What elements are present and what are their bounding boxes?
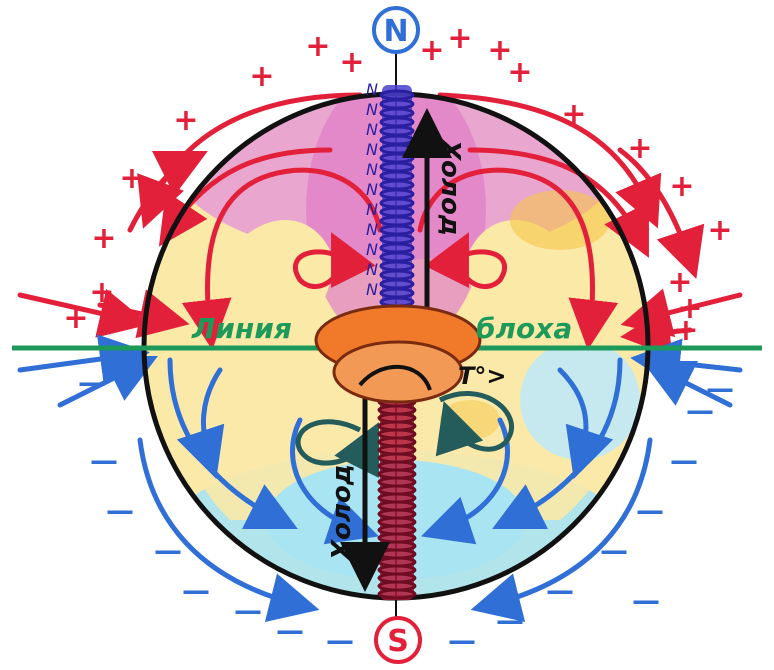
minus-signs: ————————————————— xyxy=(78,366,734,657)
south-pole-label: S xyxy=(387,624,409,659)
temperature-label: T°> xyxy=(458,362,506,390)
minus-sign: — xyxy=(276,614,304,647)
plus-sign: + xyxy=(119,161,144,196)
north-coil-mark: N xyxy=(366,80,378,99)
plus-sign: + xyxy=(249,59,274,94)
north-coil-mark: N xyxy=(366,140,378,159)
north-coil-mark: N xyxy=(366,180,378,199)
plus-sign: + xyxy=(707,213,732,248)
minus-sign: — xyxy=(234,594,262,627)
equator-label-right: блоха xyxy=(476,312,572,345)
plus-sign: + xyxy=(419,33,444,68)
cold-label-bottom: Холод xyxy=(327,464,357,562)
plus-sign: + xyxy=(91,221,116,256)
minus-sign: — xyxy=(182,574,210,607)
north-coil-mark: N xyxy=(366,200,378,219)
minus-sign: — xyxy=(106,494,134,527)
north-coil-mark: N xyxy=(366,240,378,259)
south-pole-badge: S xyxy=(374,616,422,664)
minus-sign: — xyxy=(546,574,574,607)
minus-sign: — xyxy=(600,534,628,567)
minus-sign: — xyxy=(326,624,354,657)
plus-sign: + xyxy=(677,291,702,326)
core xyxy=(314,304,482,404)
north-coil-mark: N xyxy=(366,220,378,239)
minus-sign: — xyxy=(686,394,714,427)
plus-signs: +++++++++++++++++++ xyxy=(63,21,732,348)
minus-sign: — xyxy=(90,444,118,477)
cold-label-top: Холод xyxy=(435,138,465,236)
plus-sign: + xyxy=(627,131,652,166)
minus-sign: — xyxy=(78,366,106,399)
plus-sign: + xyxy=(561,97,586,132)
minus-sign: — xyxy=(632,584,660,617)
minus-sign: — xyxy=(448,624,476,657)
north-coil-mark: N xyxy=(366,280,378,299)
lower-field-lines xyxy=(17,334,743,622)
north-pole-badge: N xyxy=(372,6,420,54)
north-pole-label: N xyxy=(383,14,408,49)
minus-sign: — xyxy=(154,534,182,567)
upper-coil xyxy=(379,85,415,325)
plus-sign: + xyxy=(447,21,472,56)
plus-sign: + xyxy=(669,169,694,204)
plus-sign: + xyxy=(507,55,532,90)
plus-sign: + xyxy=(89,275,114,310)
north-coil-mark: N xyxy=(366,100,378,119)
minus-sign: — xyxy=(670,444,698,477)
plus-sign: + xyxy=(487,33,512,68)
minus-sign: — xyxy=(706,372,734,405)
minus-sign: — xyxy=(636,494,664,527)
north-coil-mark: N xyxy=(366,120,378,139)
plus-sign: + xyxy=(305,29,330,64)
plus-sign: + xyxy=(667,265,692,300)
inner-loops xyxy=(295,391,514,479)
equator-label-left: Линия xyxy=(191,312,292,345)
plus-sign: + xyxy=(339,45,364,80)
north-coil-mark: N xyxy=(366,160,378,179)
plus-sign: + xyxy=(173,103,198,138)
plus-sign: + xyxy=(673,313,698,348)
plus-sign: + xyxy=(63,301,88,336)
minus-sign: — xyxy=(496,604,524,637)
north-coil-mark: N xyxy=(366,260,378,279)
